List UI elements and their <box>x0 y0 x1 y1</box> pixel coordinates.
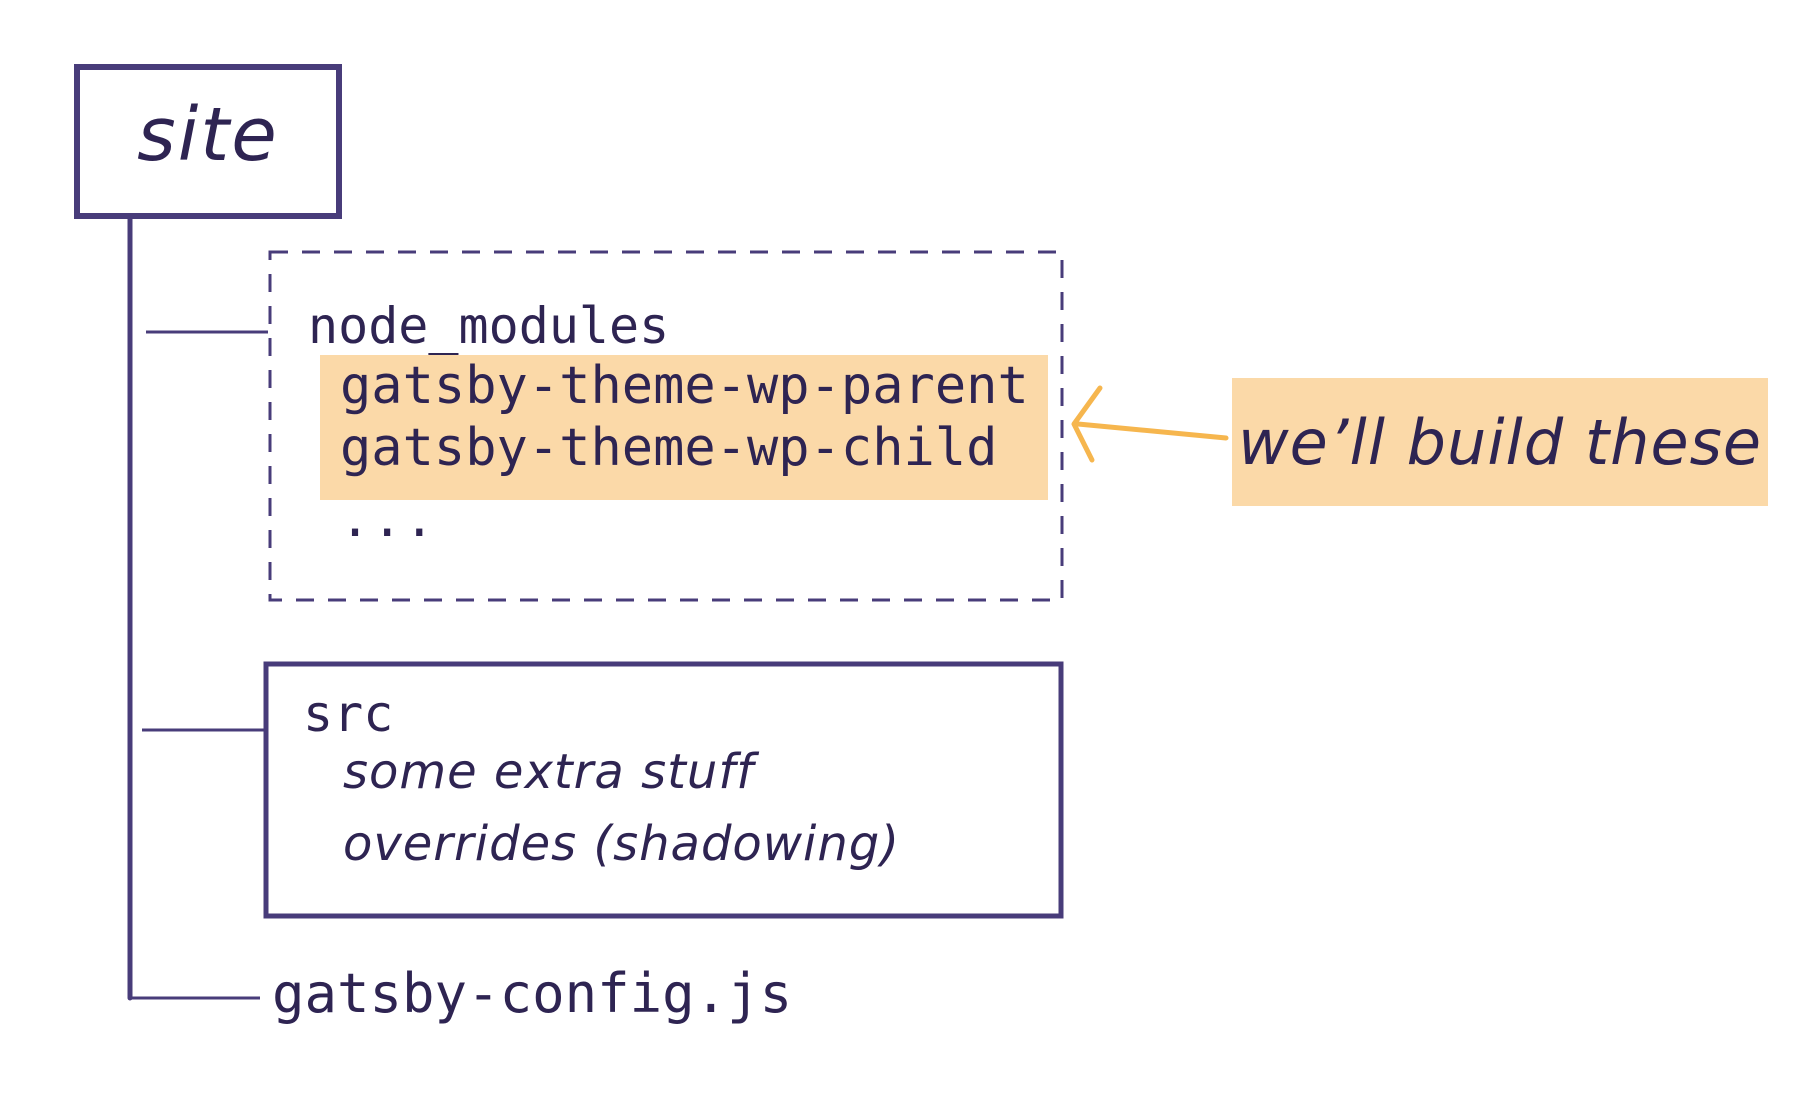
src-label: src <box>303 685 394 743</box>
callout-label: we’ll build these <box>1237 405 1763 479</box>
config-file-label: gatsby-config.js <box>272 962 793 1025</box>
callout-box <box>1232 378 1768 506</box>
src-box <box>263 661 1064 919</box>
theme-parent-label: gatsby-theme-wp-parent <box>340 356 1029 416</box>
root-label: site <box>137 91 279 178</box>
src-item-extra: some extra stuff <box>343 744 755 800</box>
src-item-overrides: overrides (shadowing) <box>343 816 900 872</box>
node-modules-label: node_modules <box>308 297 670 355</box>
theme-child-label: gatsby-theme-wp-child <box>340 418 998 478</box>
node-modules-box <box>268 250 1064 602</box>
theme-packages-highlight <box>320 355 1048 500</box>
more-modules-ellipsis: ... <box>340 490 437 548</box>
callout-arrow-shaft <box>1075 421 1229 441</box>
root-box <box>74 64 342 219</box>
callout-arrowhead <box>1071 385 1103 463</box>
